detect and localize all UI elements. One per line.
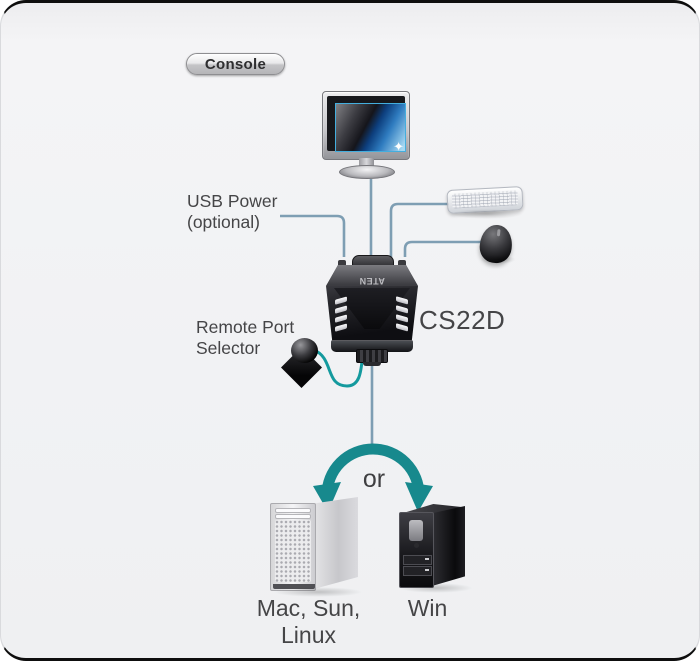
win-tower-side <box>432 506 465 586</box>
kvm-top-port-left <box>338 260 346 266</box>
monitor-bezel: ✦ <box>327 96 406 154</box>
keyboard-shadow <box>451 209 523 219</box>
usb-power-callout: USB Power (optional) <box>187 191 277 233</box>
console-badge: Console <box>186 53 285 75</box>
remote-selector-line1: Remote Port <box>196 317 295 337</box>
mac-bottom-strip <box>273 584 315 589</box>
usb-power-line1: USB Power <box>187 191 278 211</box>
mac-tower-icon <box>269 497 361 593</box>
right-computer-label: Win <box>407 595 448 621</box>
remote-port-selector-icon <box>280 336 330 392</box>
kvm-brand-logo: ATEN <box>359 276 385 286</box>
mac-front-grille <box>275 520 311 582</box>
mac-tower-side <box>314 497 358 589</box>
win-tower-icon <box>397 504 469 590</box>
remote-selector-callout: Remote Port Selector <box>196 317 294 359</box>
kvm-led-buttons-left <box>335 296 348 336</box>
win-power-panel <box>409 520 423 541</box>
sparkle-icon: ✦ <box>393 139 404 154</box>
win-power-button <box>414 543 419 548</box>
device-model-label: CS22D <box>419 305 506 335</box>
kvm-top-edge <box>326 265 418 287</box>
left-computer-label: Mac, Sun, Linux <box>256 595 361 648</box>
remote-selector-line2: Selector <box>196 338 261 358</box>
win-drive-bay <box>403 555 432 565</box>
keyboard-keys <box>451 190 519 209</box>
monitor-icon: ✦ <box>322 91 412 179</box>
mouse-shadow <box>480 255 516 264</box>
console-badge-label: Console <box>204 55 267 73</box>
mouse-scroll-wheel <box>496 229 501 237</box>
usb-power-wire <box>280 214 346 257</box>
monitor-frame: ✦ <box>322 91 410 160</box>
kvm-led-buttons-right <box>396 296 409 336</box>
mac-tower-shadow <box>273 587 363 597</box>
monitor-stand-neck <box>359 158 374 166</box>
kvm-bottom-connector <box>356 349 388 363</box>
or-label: or <box>362 465 386 493</box>
kvm-bottom-connector-nub <box>363 362 381 366</box>
mac-drive-slot <box>275 514 311 519</box>
kvm-switch-device-icon: ATEN <box>326 252 418 366</box>
win-drive-bay <box>403 566 432 576</box>
keyboard-wire <box>389 202 450 257</box>
monitor-screen: ✦ <box>335 103 406 154</box>
win-tower-shadow <box>399 583 473 593</box>
mac-drive-slot <box>275 508 311 513</box>
monitor-stand-base <box>339 165 395 179</box>
usb-power-line2: (optional) <box>187 212 260 232</box>
win-tower-front <box>399 512 434 588</box>
selector-button <box>291 338 318 363</box>
kvm-top-port-right <box>398 260 406 266</box>
mac-tower-front <box>270 503 316 591</box>
kvm-base <box>331 340 413 352</box>
